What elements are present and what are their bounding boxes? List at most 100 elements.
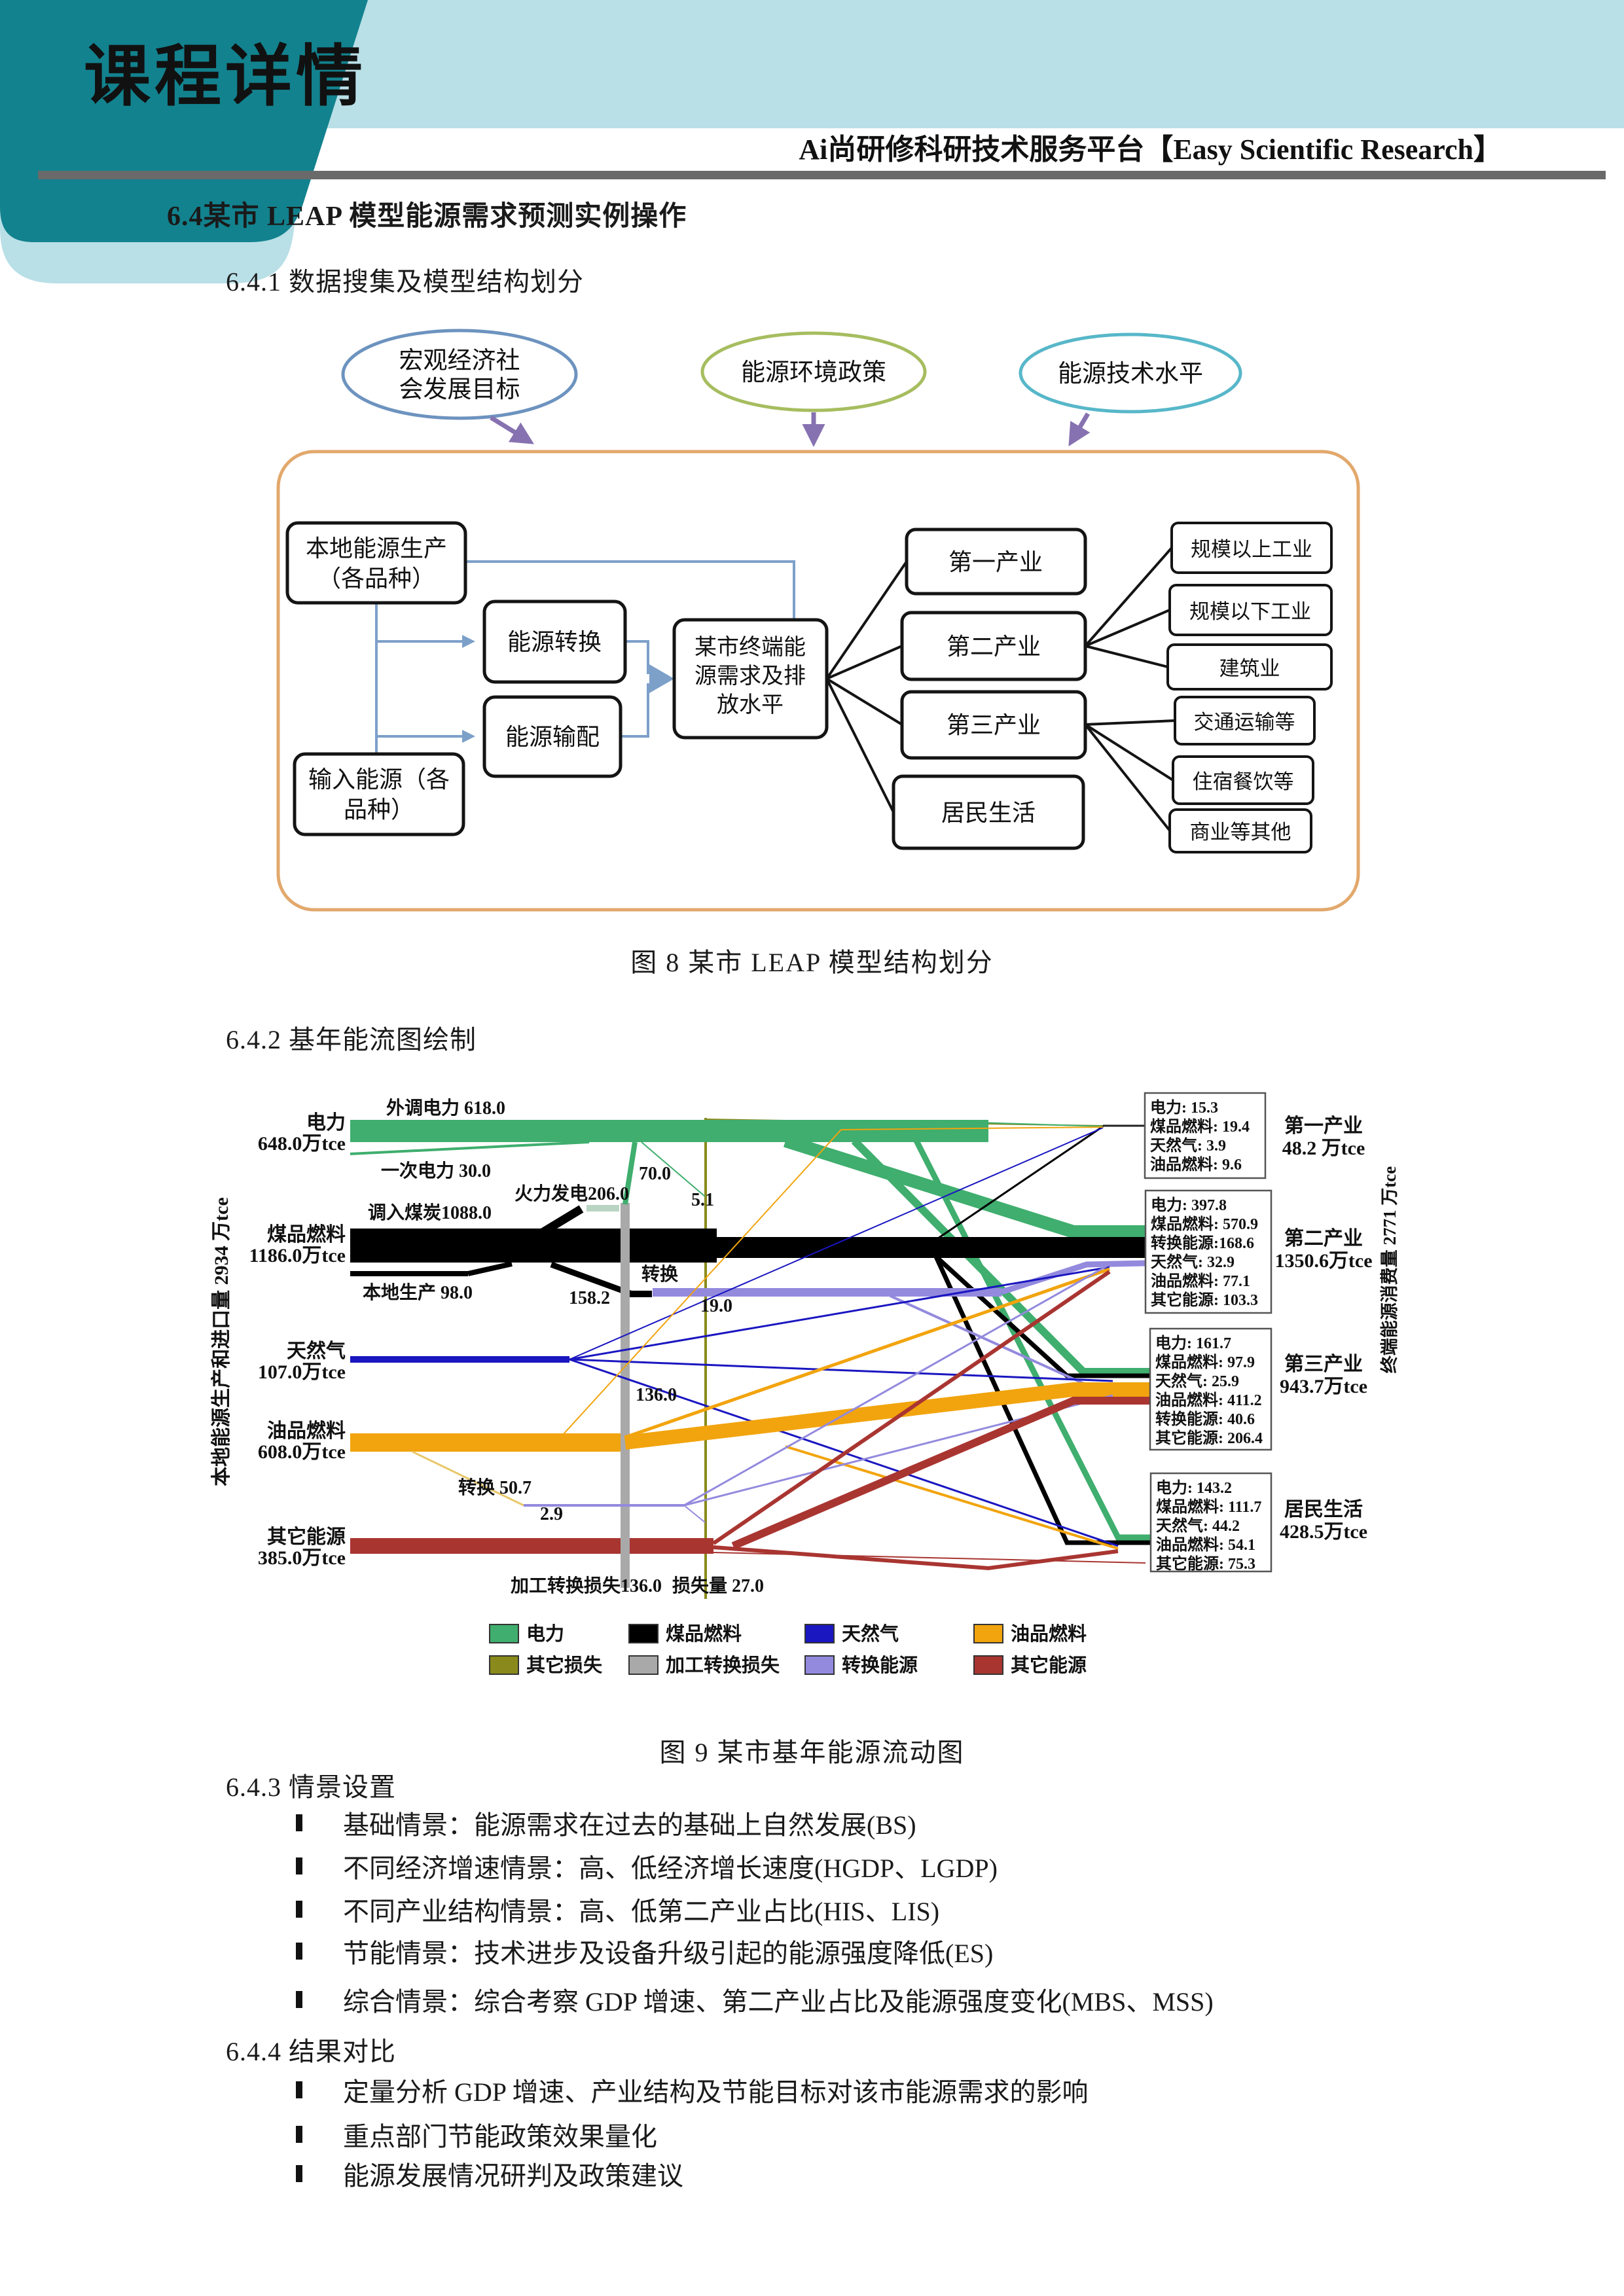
svg-text:火力发电206.0: 火力发电206.0: [514, 1183, 629, 1204]
banner-dark-shape: [0, 0, 368, 242]
svg-text:损失量 27.0: 损失量 27.0: [672, 1575, 764, 1596]
legend-swatch-oil: [973, 1624, 1003, 1643]
bullet-dash-icon: [296, 2081, 302, 2098]
sankey-box-residential-items: 电力: 143.2 煤品燃料: 111.7 天然气: 44.2 油品燃料: 54…: [1156, 1479, 1261, 1573]
fig8-box-local-line1: 本地能源生产: [306, 535, 447, 562]
fig8-line-local-to-hub: [465, 560, 795, 620]
svg-text:油品燃料: 54.1: 油品燃料: 54.1: [1156, 1536, 1255, 1554]
svg-text:其它能源: 其它能源: [267, 1526, 346, 1548]
svg-text:天然气: 天然气: [287, 1340, 346, 1362]
sankey-processing-loss-bar: [621, 1203, 630, 1588]
legend-swatch-other-energy: [973, 1655, 1003, 1675]
fig8-arrow-ellipse1: [490, 416, 534, 444]
svg-text:转换能源: 转换能源: [842, 1655, 918, 1676]
svg-text:油品燃料: 油品燃料: [267, 1420, 346, 1442]
svg-text:136.0: 136.0: [636, 1385, 677, 1405]
svg-text:1186.0万tce: 1186.0万tce: [249, 1245, 346, 1266]
sankey-box-secondary-items: 电力: 397.8 煤品燃料: 570.9 转换能源:168.6 天然气: 32…: [1151, 1196, 1258, 1309]
fig8-ellipse-macro-economy: [341, 329, 578, 420]
fig8-sub3-label: 建筑业: [1219, 657, 1280, 680]
svg-text:油品燃料: 411.2: 油品燃料: 411.2: [1155, 1391, 1262, 1409]
svg-text:其它能源: 206.4: 其它能源: 206.4: [1155, 1429, 1263, 1447]
fig8-box-transport: [1174, 696, 1316, 745]
fig8-sub6-label: 商业等其他: [1190, 821, 1291, 844]
svg-text:煤品燃料: 111.7: 煤品燃料: 111.7: [1156, 1498, 1261, 1516]
sankey-oil-flows: [562, 1126, 1150, 1550]
svg-text:电力: 161.7: 电力: 161.7: [1155, 1335, 1231, 1352]
fig8-primary-label: 第一产业: [948, 549, 1043, 575]
fig8-box-secondary-industry: [900, 611, 1087, 681]
svg-text:天然气: 44.2: 天然气: 44.2: [1156, 1516, 1240, 1535]
sankey-thermal-to-electricity: [623, 1141, 638, 1205]
svg-text:一次电力 30.0: 一次电力 30.0: [381, 1160, 491, 1181]
svg-text:电力: 143.2: 电力: 143.2: [1156, 1479, 1232, 1497]
sankey-box-secondary: [1144, 1189, 1272, 1314]
bullet-dash-icon: [296, 1857, 302, 1874]
svg-text:转换能源:168.6: 转换能源:168.6: [1151, 1234, 1254, 1252]
fig8-ellipse-energy-env-policy: [700, 331, 927, 412]
sankey-band-coal: [350, 1229, 717, 1263]
fig8-box-above-scale-industry: [1170, 522, 1333, 574]
svg-text:其它能源: 75.3: 其它能源: 75.3: [1156, 1554, 1255, 1573]
svg-text:48.2 万tce: 48.2 万tce: [1282, 1138, 1365, 1159]
svg-text:天然气: 25.9: 天然气: 25.9: [1155, 1372, 1239, 1390]
figure8-leap-structure-diagram: 宏观经济社 会发展目标 能源环境政策 能源技术水平: [276, 329, 1360, 912]
bullet-dash-icon: [296, 1901, 302, 1918]
figure8-caption: 图 8 某市 LEAP 模型结构划分: [630, 948, 994, 977]
svg-text:1350.6万tce: 1350.6万tce: [1274, 1250, 1372, 1272]
fig8-sub2-label: 规模以下工业: [1189, 600, 1311, 623]
fig8-box-tertiary-industry: [900, 690, 1087, 760]
sankey-coal-conv-stub: [630, 1291, 652, 1297]
svg-text:转换 50.7: 转换 50.7: [458, 1477, 532, 1498]
legend-swatch-electricity: [489, 1624, 519, 1643]
fig8-box-commerce-other: [1168, 808, 1312, 853]
scenario-bullet-1: 基础情景：能源需求在过去的基础上自然发展(BS): [296, 1804, 916, 1842]
svg-text:煤品燃料: 97.9: 煤品燃料: 97.9: [1155, 1354, 1255, 1371]
fig8-sub5-label: 住宿餐饮等: [1193, 770, 1294, 793]
fig8-box-construction: [1166, 643, 1333, 691]
fig8-hub-arrowhead: [649, 664, 674, 693]
svg-text:其它能源: 其它能源: [1011, 1654, 1087, 1676]
fig8-arrow-ellipse3: [1068, 412, 1091, 447]
fig8-tertiary-label: 第三产业: [947, 712, 1041, 738]
section-6-4-1-title: 6.4.1 数据搜集及模型结构划分: [226, 267, 584, 296]
sankey-box-tertiary-items: 电力: 161.7 煤品燃料: 97.9 天然气: 25.9 油品燃料: 411…: [1155, 1335, 1263, 1447]
sankey-other-loss-line: [704, 1118, 707, 1599]
svg-text:428.5万tce: 428.5万tce: [1280, 1521, 1367, 1543]
sankey-other-flows: [712, 1270, 1150, 1571]
svg-text:电力: 15.3: 电力: 15.3: [1150, 1099, 1218, 1117]
result-bullet-2: 重点部门节能政策效果量化: [296, 2115, 657, 2153]
sankey-converted-band: [653, 1288, 1001, 1297]
legend-swatch-converted: [804, 1655, 835, 1675]
bullet-dash-icon: [296, 2126, 302, 2143]
scenario-bullet-5: 综合情景：综合考察 GDP 增速、第二产业占比及能源强度变化(MBS、MSS): [296, 1981, 1214, 2018]
svg-text:5.1: 5.1: [691, 1190, 714, 1210]
fig8-box-import-line2: 品种）: [344, 797, 414, 823]
svg-text:电力: 电力: [306, 1112, 346, 1134]
svg-text:天然气: 32.9: 天然气: 32.9: [1151, 1253, 1235, 1271]
figure9-caption: 图 9 某市基年能源流动图: [659, 1738, 965, 1767]
svg-text:煤品燃料: 煤品燃料: [267, 1224, 346, 1246]
svg-text:第二产业: 第二产业: [1284, 1227, 1363, 1249]
scenario-bullet-2: 不同经济增速情景：高、低经济增长速度(HGDP、LGDP): [296, 1847, 998, 1885]
fig8-hub-line2: 源需求及排: [695, 664, 806, 689]
fig8-sub4-label: 交通运输等: [1194, 711, 1295, 734]
svg-text:电力: 397.8: 电力: 397.8: [1151, 1196, 1227, 1214]
fig8-residential-label: 居民生活: [941, 800, 1036, 826]
svg-text:本地生产 98.0: 本地生产 98.0: [363, 1282, 473, 1303]
header-rule: [38, 171, 1606, 179]
svg-text:油品燃料: 9.6: 油品燃料: 9.6: [1150, 1156, 1242, 1174]
sankey-band-electricity: [350, 1120, 988, 1142]
svg-text:转换: 转换: [641, 1264, 679, 1285]
fig8-hub-line3: 放水平: [717, 692, 784, 717]
fig8-box-primary-industry: [905, 528, 1087, 596]
fig8-box-local-production: [285, 521, 467, 605]
sankey-flow-labels: 外调电力 618.0 一次电力 30.0 调入煤炭1088.0 火力发电206.…: [363, 1098, 764, 1596]
fig8-ellipse2-label: 能源环境政策: [741, 359, 886, 386]
bullet-dash-icon: [296, 1814, 302, 1831]
legend-swatch-processing-loss: [628, 1655, 659, 1675]
sankey-right-axis: 终端能源消费量 2771 万tce: [1379, 1166, 1399, 1373]
